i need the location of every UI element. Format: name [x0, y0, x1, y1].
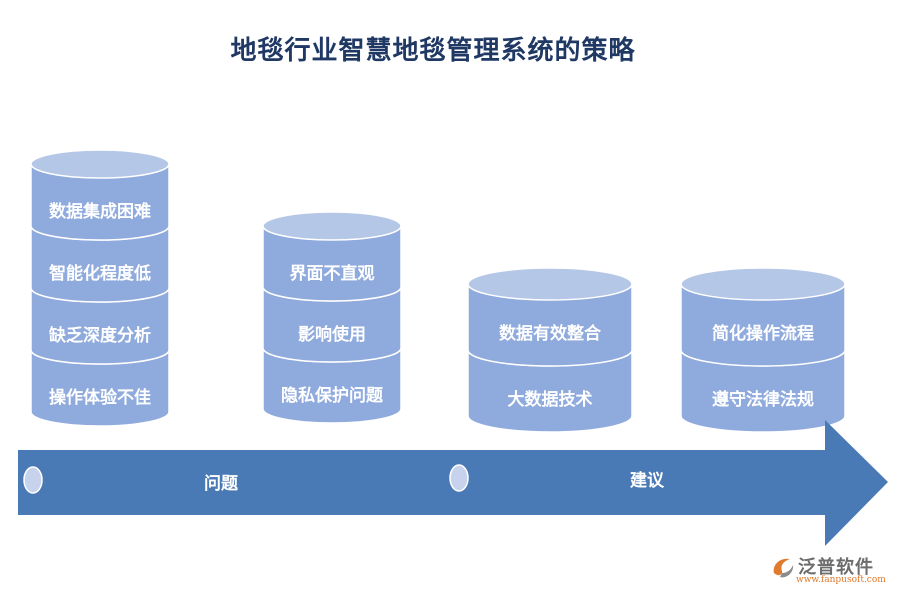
cylinder-label: 操作体验不佳	[49, 388, 151, 408]
cylinder-label: 智能化程度低	[49, 264, 151, 284]
cylinder-segment: 数据有效整合	[467, 267, 633, 367]
brand-logo: 泛普软件 www.fanpusoft.com	[770, 553, 895, 593]
cylinder-segment: 界面不直观	[262, 211, 402, 302]
page-title: 地毯行业智慧地毯管理系统的策略	[230, 36, 636, 66]
cylinder-label: 遵守法律法规	[712, 390, 814, 410]
timeline-dot-right	[449, 464, 469, 492]
logo-swirl-icon	[773, 558, 794, 578]
cylinder-label: 缺乏深度分析	[49, 326, 151, 346]
cylinder-label: 数据有效整合	[499, 324, 601, 344]
cylinder-label: 界面不直观	[289, 263, 375, 284]
logo-name: 泛普软件	[798, 557, 874, 578]
cylinder-stack-1: 操作体验不佳缺乏深度分析智能化程度低数据集成困难	[30, 149, 170, 427]
axis-label-problems: 问题	[204, 474, 238, 494]
cylinder-label: 影响使用	[298, 324, 366, 345]
cylinder-label: 简化操作流程	[712, 324, 814, 344]
cylinder-stack-3: 大数据技术 数据有效整合	[467, 267, 633, 433]
cylinder-stack-2: 隐私保护问题影响使用 界面不直观	[262, 211, 402, 424]
cylinder-label: 数据集成困难	[49, 202, 151, 222]
cylinder-label: 隐私保护问题	[281, 385, 383, 406]
cylinder-segment: 数据集成困难	[30, 149, 170, 241]
cylinder-stack-4: 遵守法律法规简化操作流程	[680, 267, 846, 433]
logo-url: www.fanpusoft.com	[796, 575, 886, 585]
cylinder-segment: 简化操作流程	[680, 267, 846, 367]
axis-label-suggestions: 建议	[630, 471, 664, 491]
cylinder-label: 大数据技术	[507, 390, 593, 410]
timeline-dot-left	[23, 466, 43, 494]
